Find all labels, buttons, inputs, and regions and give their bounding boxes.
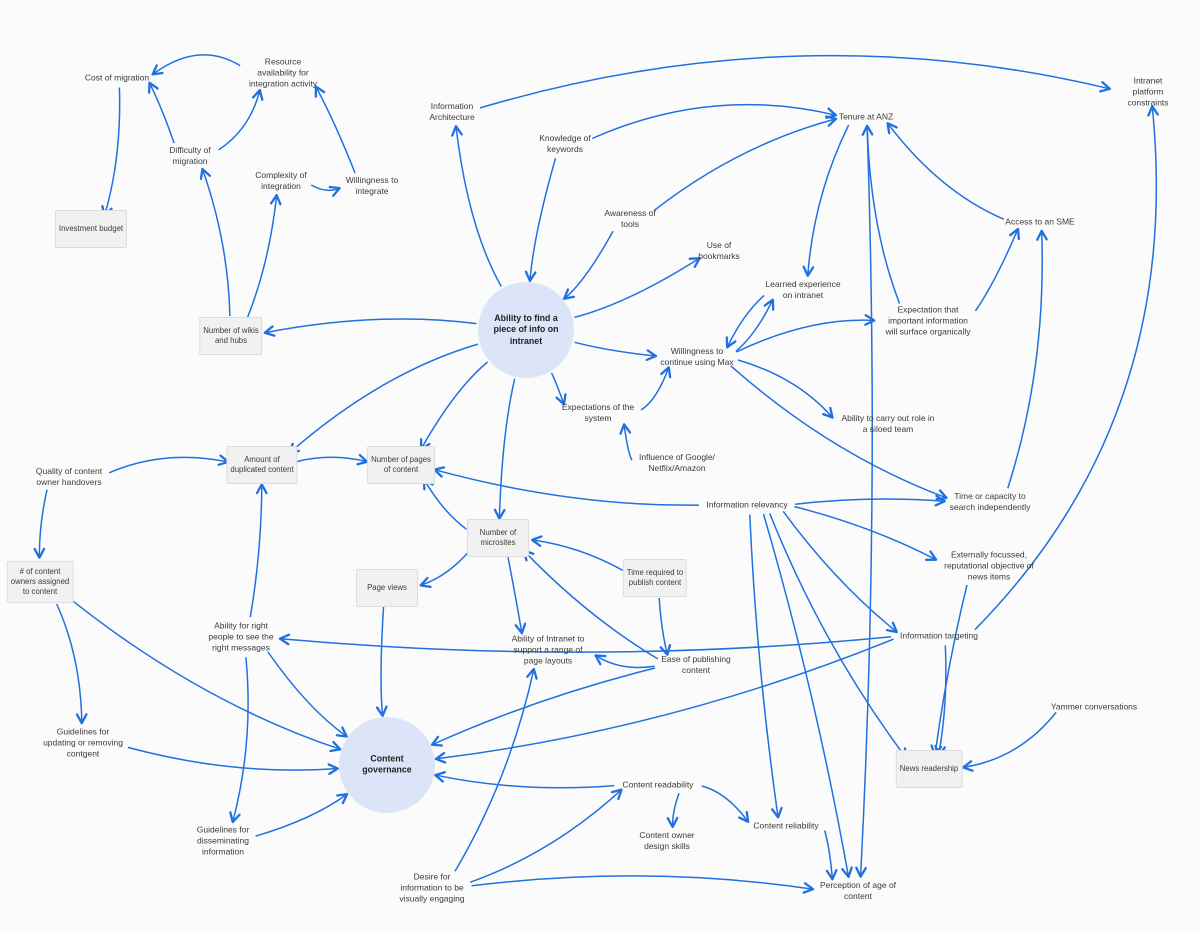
node-guidelines_disseminating[interactable]: Guidelines for disseminating information bbox=[196, 824, 250, 857]
node-content_reliability[interactable]: Content reliability bbox=[753, 820, 819, 831]
node-ease_publishing[interactable]: Ease of publishing content bbox=[661, 653, 731, 675]
node-use_bookmarks[interactable]: Use of bookmarks bbox=[698, 239, 740, 261]
node-halo-content_governance bbox=[339, 717, 435, 813]
node-content_owner_design[interactable]: Content owner design skills bbox=[639, 829, 695, 851]
node-yammer[interactable]: Yammer conversations bbox=[1050, 701, 1138, 712]
node-time_capacity[interactable]: Time or capacity to search independently bbox=[949, 490, 1031, 512]
node-amount_duplicated[interactable]: Amount of duplicated content bbox=[226, 446, 298, 484]
node-num_wikis[interactable]: Number of wikis and hubs bbox=[199, 317, 263, 355]
node-page_views[interactable]: Page views bbox=[356, 569, 418, 607]
node-ability_find[interactable]: Ability to find a piece of info on intra… bbox=[493, 312, 559, 346]
node-ability_right_people[interactable]: Ability for right people to see the righ… bbox=[208, 620, 274, 653]
node-content_governance[interactable]: Content governance bbox=[362, 753, 412, 775]
node-influence_google[interactable]: Influence of Google/ Netflix/Amazon bbox=[638, 451, 716, 473]
node-intranet_constraints[interactable]: Intranet platform constraints bbox=[1127, 75, 1169, 108]
node-quality_handovers[interactable]: Quality of content owner handovers bbox=[35, 465, 103, 487]
node-awareness_tools[interactable]: Awareness of tools bbox=[604, 207, 656, 229]
node-perception_age[interactable]: Perception of age of content bbox=[819, 879, 897, 901]
node-resource_availability[interactable]: Resource availability for integration ac… bbox=[248, 56, 318, 89]
node-content_readability[interactable]: Content readability bbox=[622, 779, 694, 790]
node-time_required_publish[interactable]: Time required to publish content bbox=[622, 559, 688, 597]
node-guidelines_updating[interactable]: Guidelines for updating or removing cont… bbox=[43, 726, 123, 759]
node-news_readership[interactable]: News readership bbox=[895, 750, 963, 788]
node-expectations_system[interactable]: Expectations of the system bbox=[561, 401, 635, 423]
node-knowledge_keywords[interactable]: Knowledge of keywords bbox=[539, 132, 591, 154]
node-cost_migration[interactable]: Cost of migration bbox=[84, 72, 150, 83]
node-learned_experience[interactable]: Learned experience on intranet bbox=[765, 278, 841, 300]
node-desire_visual[interactable]: Desire for information to be visually en… bbox=[399, 871, 465, 904]
node-num_pages[interactable]: Number of pages of content bbox=[367, 446, 435, 484]
node-halo-ability_find bbox=[478, 282, 574, 378]
node-information_architecture[interactable]: Information Architecture bbox=[429, 100, 475, 122]
node-ability_siloed[interactable]: Ability to carry out role in a siloed te… bbox=[841, 412, 935, 434]
node-investment_budget[interactable]: Investment budget bbox=[54, 210, 128, 248]
node-difficulty_migration[interactable]: Difficulty of migration bbox=[169, 144, 211, 166]
node-access_sme[interactable]: Access to an SME bbox=[1005, 216, 1075, 227]
node-expectation_organic[interactable]: Expectation that important information w… bbox=[885, 304, 971, 337]
node-complexity_integration[interactable]: Complexity of integration bbox=[255, 169, 307, 191]
node-information_relevancy[interactable]: Information relevancy bbox=[706, 499, 788, 510]
node-information_targeting[interactable]: Information targeting bbox=[900, 630, 978, 641]
node-num_content_owners[interactable]: # of content owners assigned to content bbox=[6, 560, 74, 604]
node-willingness_max[interactable]: Willingness to continue using Max bbox=[660, 345, 734, 367]
node-tenure_anz[interactable]: Tenure at ANZ bbox=[838, 111, 894, 122]
node-ability_intranet_layouts[interactable]: Ability of Intranet to support a range o… bbox=[511, 633, 585, 666]
node-num_microsites[interactable]: Number of microsites bbox=[467, 519, 529, 557]
node-willingness_integrate[interactable]: Willingness to integrate bbox=[345, 174, 399, 196]
node-externally_focussed[interactable]: Externally focussed, reputational object… bbox=[944, 549, 1034, 582]
